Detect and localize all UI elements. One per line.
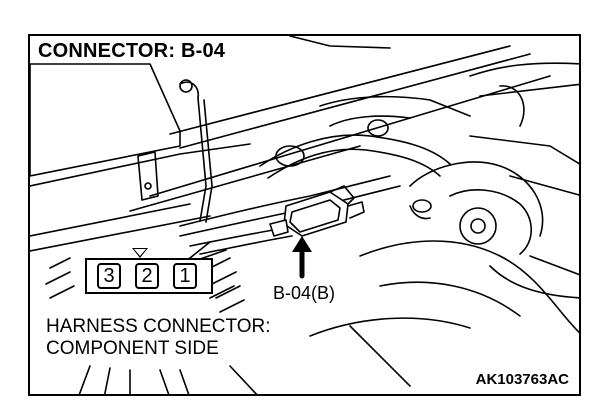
pin-3: 3 [97,263,121,289]
diagram-frame: CONNECTOR: B-04 3 2 1 B-04(B) HARNESS CO… [28,34,581,396]
harness-connector-face: 3 2 1 [85,258,213,296]
connector-callout-label: B-04(B) [273,283,336,304]
figure-code: AK103763AC [473,371,571,388]
engine-bay-illustration [30,36,579,394]
connector-title: CONNECTOR: B-04 [36,40,228,63]
harness-connector-label: HARNESS CONNECTOR: COMPONENT SIDE [46,316,271,360]
pin-2: 2 [135,263,159,289]
harness-label-line2: COMPONENT SIDE [46,338,219,360]
pin-marker-inner [134,249,146,256]
pin-1: 1 [173,263,197,289]
harness-label-line1: HARNESS CONNECTOR: [46,316,271,338]
